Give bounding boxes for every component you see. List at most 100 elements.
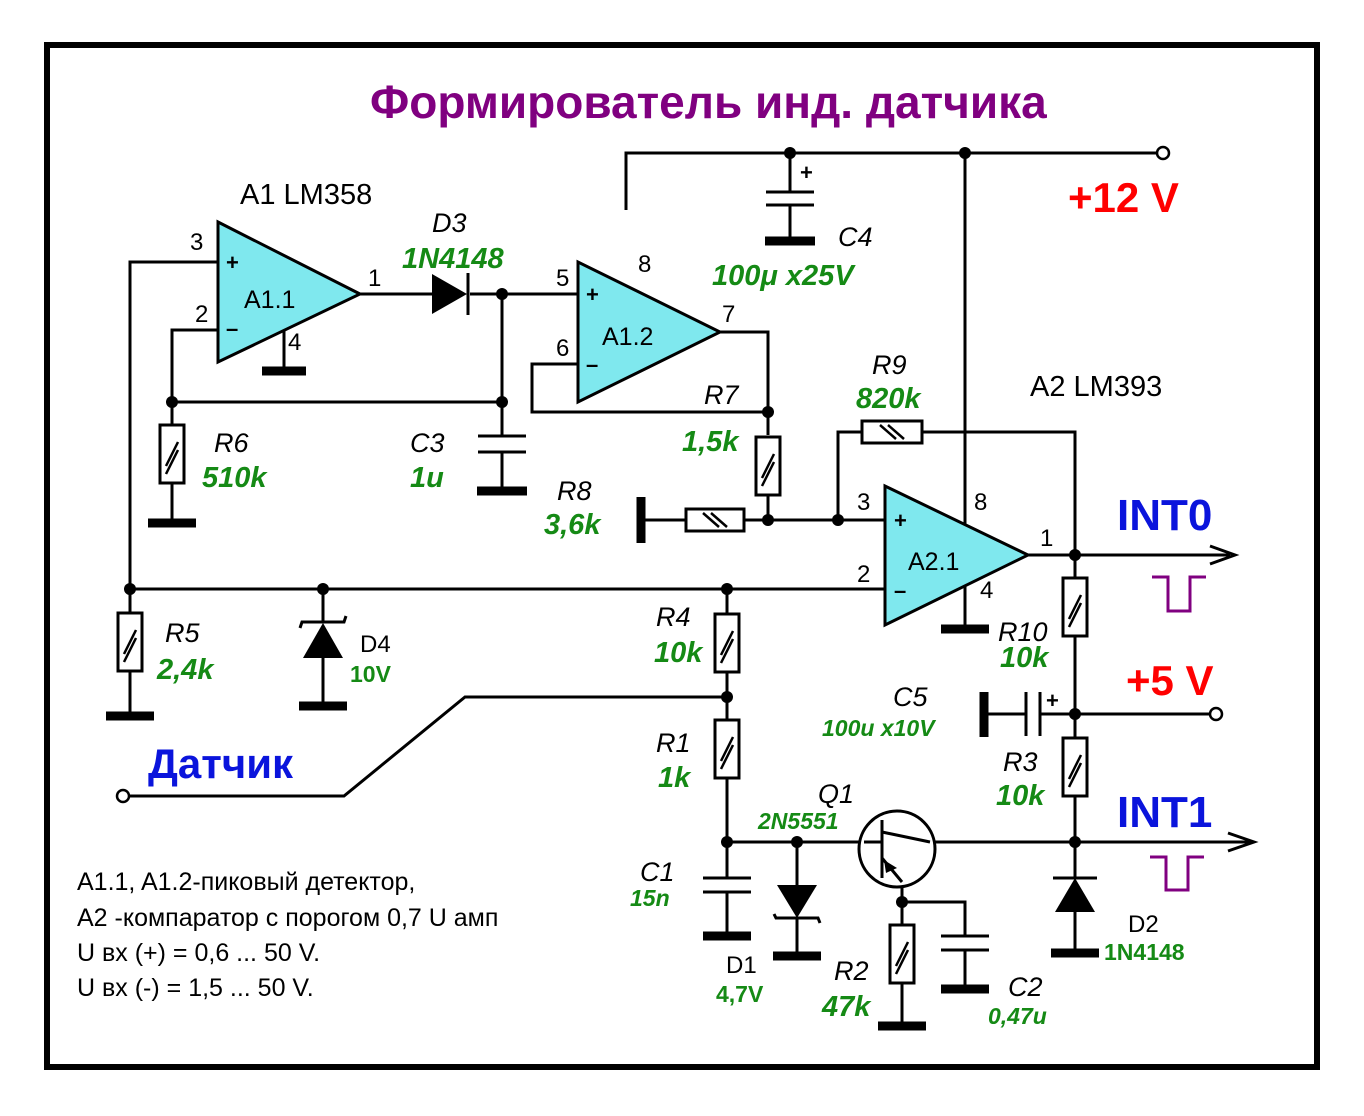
r5-value: 2,4k: [156, 654, 215, 686]
c1-ref: C1: [640, 857, 675, 887]
capacitor-c2: [941, 934, 989, 952]
int0-label: INT0: [1117, 491, 1212, 540]
sensor-label: Датчик: [148, 740, 294, 787]
resistor-r2: [888, 923, 916, 985]
pin-a21-out: 1: [1040, 525, 1053, 552]
d1-value: 4,7V: [716, 981, 764, 1007]
svg-text:–: –: [586, 352, 598, 377]
junctions: [124, 147, 1081, 908]
chip-a2-label: A2 LM393: [1030, 371, 1162, 403]
wires: [126, 151, 1259, 1025]
d3-value: 1N4148: [402, 243, 504, 275]
svg-text:A2.1: A2.1: [908, 548, 959, 576]
pin-a11-gnd: 4: [288, 329, 301, 356]
r8-value: 3,6k: [544, 509, 602, 541]
diode-d2: [1053, 876, 1097, 912]
r4-value: 10k: [654, 637, 704, 669]
d4-value: 10V: [350, 661, 392, 687]
opamp-a2-1: A2.1 + –: [883, 483, 1032, 628]
v12-label: +12 V: [1068, 174, 1179, 221]
opamp-a1-2: A1.2 + –: [576, 259, 724, 405]
c5-ref: C5: [893, 682, 928, 712]
note-line-4: U вх (-) = 1,5 ... 50 V.: [77, 974, 314, 1002]
int1-label: INT1: [1117, 788, 1212, 837]
v5-terminal: [1208, 706, 1224, 722]
svg-text:+: +: [894, 508, 907, 533]
svg-text:A1.2: A1.2: [602, 323, 653, 351]
q1-ref: Q1: [818, 779, 854, 809]
r6-ref: R6: [214, 428, 249, 458]
c1-value: 15n: [630, 885, 670, 911]
r2-ref: R2: [834, 956, 869, 986]
resistor-r4: [713, 612, 741, 674]
resistor-r8: [684, 507, 746, 533]
resistor-r7: [754, 435, 782, 497]
svg-text:+: +: [1046, 688, 1059, 713]
r10-value: 10k: [1000, 642, 1050, 674]
r9-ref: R9: [872, 350, 907, 380]
transistor-q1: [857, 809, 937, 889]
d1-ref: D1: [726, 952, 757, 979]
r9-value: 820k: [856, 383, 922, 415]
pin-a12-minus: 6: [556, 335, 569, 362]
r1-value: 1k: [658, 762, 692, 794]
resistor-r1: [713, 718, 741, 780]
d2-ref: D2: [1128, 911, 1159, 938]
diagram-title: Формирователь инд. датчика: [370, 76, 1047, 128]
d4-ref: D4: [360, 631, 391, 658]
capacitor-c4: +: [766, 160, 814, 207]
pin-a21-vcc: 8: [974, 489, 987, 516]
r3-value: 10k: [996, 780, 1046, 812]
zener-d1: [772, 885, 822, 924]
resistor-r3: [1061, 736, 1089, 798]
r1-ref: R1: [656, 728, 691, 758]
diode-d3: [432, 273, 470, 315]
capacitor-c5: +: [1024, 688, 1059, 736]
pulse-int0-icon: [1152, 575, 1206, 613]
r2-value: 47k: [821, 991, 872, 1023]
chip-a1-label: A1 LM358: [240, 179, 372, 211]
pin-a11-minus: 2: [195, 301, 208, 328]
r4-ref: R4: [656, 602, 691, 632]
pin-a21-gnd: 4: [980, 577, 993, 604]
v5-label: +5 V: [1126, 657, 1214, 704]
resistor-r5: [116, 611, 144, 673]
capacitor-c3: [478, 434, 526, 454]
c2-ref: C2: [1008, 972, 1043, 1002]
d2-value: 1N4148: [1104, 939, 1185, 965]
c4-ref: C4: [838, 222, 873, 252]
zener-d4: [298, 615, 348, 658]
pin-a11-out: 1: [368, 265, 381, 292]
note-line-3: U вх (+) = 0,6 ... 50 V.: [77, 939, 320, 967]
c3-ref: C3: [410, 428, 445, 458]
opamp-a1-1: A1.1 + –: [216, 219, 364, 365]
c2-value: 0,47u: [988, 1003, 1047, 1029]
pin-a21-minus: 2: [857, 561, 870, 588]
pin-a12-vcc: 8: [638, 251, 651, 278]
c3-value: 1u: [410, 462, 444, 494]
svg-text:–: –: [226, 316, 238, 341]
pin-a12-out: 7: [722, 301, 735, 328]
pin-a11-plus: 3: [190, 229, 203, 256]
svg-text:+: +: [800, 160, 813, 185]
r3-ref: R3: [1003, 747, 1038, 777]
note-line-1: A1.1, A1.2-пиковый детектор,: [77, 868, 415, 896]
r5-ref: R5: [165, 618, 200, 648]
resistor-r10: [1061, 576, 1089, 638]
capacitor-c1: [703, 876, 751, 894]
svg-text:+: +: [226, 250, 239, 275]
d3-ref: D3: [432, 208, 467, 238]
svg-text:A1.1: A1.1: [244, 286, 295, 314]
svg-text:–: –: [894, 578, 906, 603]
r8-ref: R8: [557, 476, 592, 506]
c4-value: 100μ x25V: [712, 260, 856, 292]
q1-value: 2N5551: [757, 808, 839, 834]
pin-a21-plus: 3: [857, 489, 870, 516]
ground-symbols: [106, 236, 1099, 1031]
sensor-terminal: [115, 788, 131, 804]
pulse-int1-icon: [1150, 855, 1204, 892]
resistor-r9: [860, 419, 924, 445]
r10-ref: R10: [998, 617, 1048, 647]
resistor-r6: [158, 423, 186, 485]
